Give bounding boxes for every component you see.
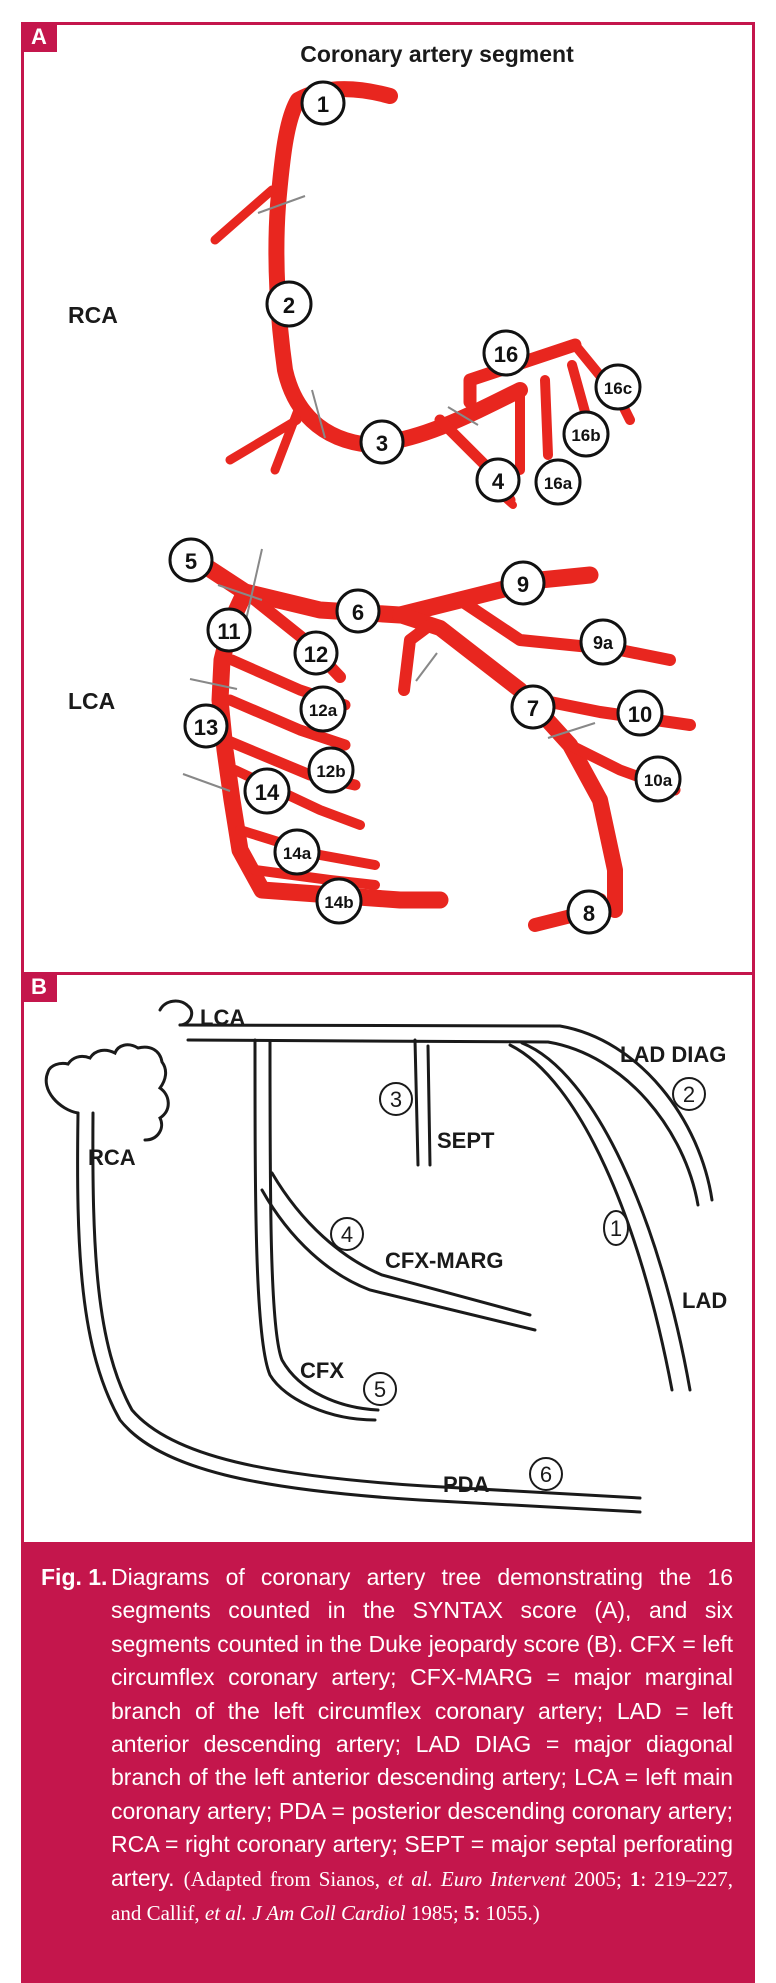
segment-16c-marker: 16c	[594, 363, 642, 411]
svg-text:9: 9	[517, 572, 529, 597]
panel-a: A	[21, 22, 755, 975]
segment-13-marker: 13	[183, 703, 229, 749]
panel-b-tag: B	[21, 972, 57, 1002]
svg-text:3: 3	[376, 431, 388, 456]
svg-text:9a: 9a	[593, 633, 614, 653]
svg-text:16b: 16b	[571, 426, 600, 445]
segment-16b-marker: 16b	[562, 410, 610, 458]
lca-tree	[181, 547, 696, 932]
rca-label: RCA	[68, 302, 118, 328]
segment-10a-marker: 10a	[634, 755, 682, 803]
svg-text:16c: 16c	[604, 379, 632, 398]
segment-14-marker: 14	[243, 767, 291, 815]
segment-3-marker: 3	[359, 419, 405, 465]
svg-text:14: 14	[255, 780, 280, 805]
segment-12b-marker: 12b	[307, 746, 355, 794]
lca-segment-ticks	[182, 548, 596, 792]
segment-10-marker: 10	[616, 689, 664, 737]
segment-16a-marker: 16a	[534, 458, 582, 506]
syntax-diagram: Coronary artery segment RCA LCA	[68, 41, 696, 935]
svg-text:13: 13	[194, 715, 218, 740]
svg-text:11: 11	[217, 619, 240, 644]
caption-text: Diagrams of coronary artery tree demonst…	[111, 1561, 733, 1930]
segment-9-marker: 9	[500, 560, 546, 606]
svg-text:14a: 14a	[283, 844, 312, 863]
svg-text:12a: 12a	[309, 701, 338, 720]
svg-text:6: 6	[352, 600, 364, 625]
figure-caption: Fig. 1. Diagrams of coronary artery tree…	[21, 1545, 755, 1983]
svg-text:8: 8	[583, 901, 595, 926]
segment-14a-marker: 14a	[273, 828, 321, 876]
svg-text:10: 10	[628, 702, 652, 727]
panel-a-title: Coronary artery segment	[300, 41, 574, 67]
lca-label: LCA	[68, 688, 115, 714]
svg-text:2: 2	[283, 293, 295, 318]
caption-label: Fig. 1.	[41, 1564, 108, 1590]
svg-text:16a: 16a	[544, 474, 573, 493]
caption-reference: (Adapted from Sianos, et al. Euro Interv…	[111, 1866, 734, 1926]
svg-text:5: 5	[185, 549, 197, 574]
segment-16-marker: 16	[482, 329, 530, 377]
svg-text:14b: 14b	[324, 893, 353, 912]
segment-14b-marker: 14b	[315, 877, 363, 925]
segment-4-marker: 4	[475, 457, 521, 503]
segment-2-marker: 2	[265, 280, 313, 328]
panel-a-tag: A	[21, 22, 57, 52]
segment-7-marker: 7	[510, 684, 556, 730]
segment-11-marker: 11	[206, 607, 252, 653]
segment-6-marker: 6	[335, 588, 381, 634]
segment-1-marker: 1	[300, 80, 346, 126]
svg-text:12: 12	[304, 642, 328, 667]
segment-12-marker: 12	[293, 630, 339, 676]
svg-text:16: 16	[494, 342, 518, 367]
svg-text:7: 7	[527, 696, 539, 721]
segment-markers: 1 2 3 4 16 16a 16b 16c 5 6 7 8 9 9a 10 1…	[168, 80, 682, 935]
segment-12a-marker: 12a	[299, 685, 347, 733]
svg-text:1: 1	[317, 92, 329, 117]
segment-8-marker: 8	[566, 889, 612, 935]
segment-5-marker: 5	[168, 537, 214, 583]
panel-b: B	[21, 972, 755, 1545]
caption-body: Diagrams of coronary artery tree demonst…	[111, 1564, 733, 1891]
svg-text:12b: 12b	[316, 762, 345, 781]
rca-segment-ticks	[257, 195, 479, 439]
svg-text:10a: 10a	[644, 771, 673, 790]
segment-9a-marker: 9a	[579, 618, 627, 666]
svg-text:4: 4	[492, 469, 505, 494]
